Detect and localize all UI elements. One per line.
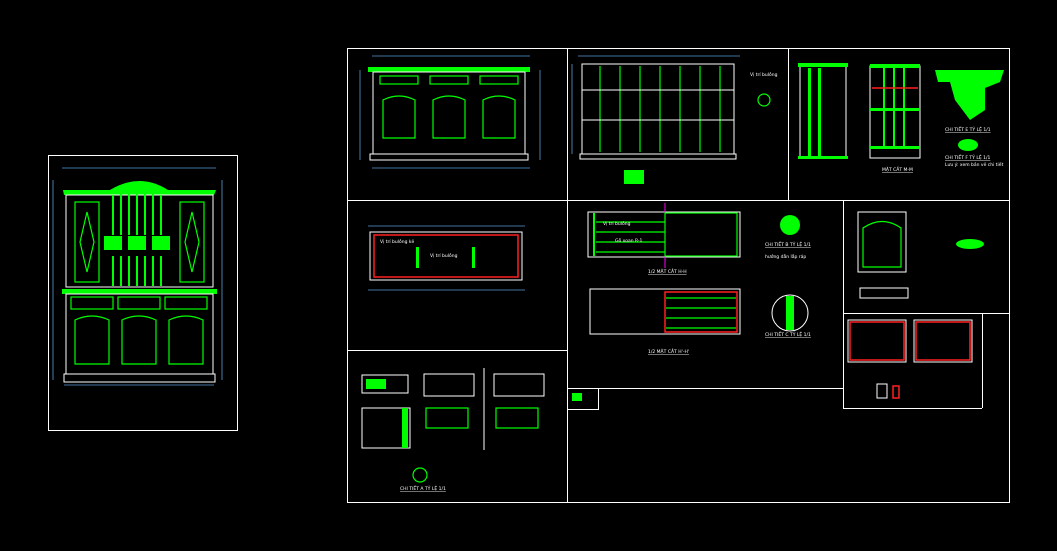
label-bolt-position-2: Vị trí bulông bbox=[430, 252, 458, 259]
drawer-detail bbox=[847, 319, 973, 399]
note-b: hướng dẫn lắp ráp bbox=[765, 253, 806, 260]
caption-detail-b: CHI TIẾT B TỶ LỆ 1/1 bbox=[765, 240, 811, 248]
caption-section-mm: MẶT CẮT M-M bbox=[882, 165, 913, 173]
cabinet-elevation-sheet bbox=[48, 155, 238, 431]
label-bolt-position: Vị trí bulông bbox=[750, 71, 778, 78]
door-detail bbox=[857, 211, 984, 299]
side-section-view: MẶT CẮT M-M CHI TIẾT E TỶ LỆ 1/1 CHI TIẾ… bbox=[798, 63, 1004, 173]
plan-view: Vị trí bulông kẽ Vị trí bulông bbox=[368, 225, 525, 291]
caption-detail-f: CHI TIẾT F TỶ LỆ 1/1 bbox=[945, 153, 990, 161]
caption-section-hh: 1/2 MẶT CẮT H-H bbox=[648, 267, 687, 275]
label-bolt-kiss: Vị trí bulông kẽ bbox=[380, 238, 415, 245]
top-section-view: Vị trí bulông bbox=[571, 55, 778, 184]
caption-detail-c: CHI TIẾT C TỶ LỆ 1/1 bbox=[765, 330, 811, 338]
caption-detail-a: CHI TIẾT A TỶ LỆ 1/1 bbox=[400, 484, 446, 492]
caption-section-hh2: 1/2 MẶT CẮT H'-H' bbox=[648, 347, 689, 355]
half-sections: Vị trí bulông Gỗ xoan R-1 1/2 MẶT CẮT H-… bbox=[587, 203, 811, 355]
lower-cabinet-elevation bbox=[359, 55, 541, 169]
caption-detail-e: CHI TIẾT E TỶ LỆ 1/1 bbox=[945, 125, 991, 133]
label-wood: Gỗ xoan R-1 bbox=[615, 237, 643, 244]
sheet-frames bbox=[347, 48, 1010, 503]
note-f: Lưu ý: xem bản vẽ chi tiết bbox=[945, 161, 1004, 168]
small-details: CHI TIẾT A TỶ LỆ 1/1 bbox=[361, 368, 545, 492]
label-bolt-kao: Vị trí bulông bbox=[603, 220, 631, 227]
